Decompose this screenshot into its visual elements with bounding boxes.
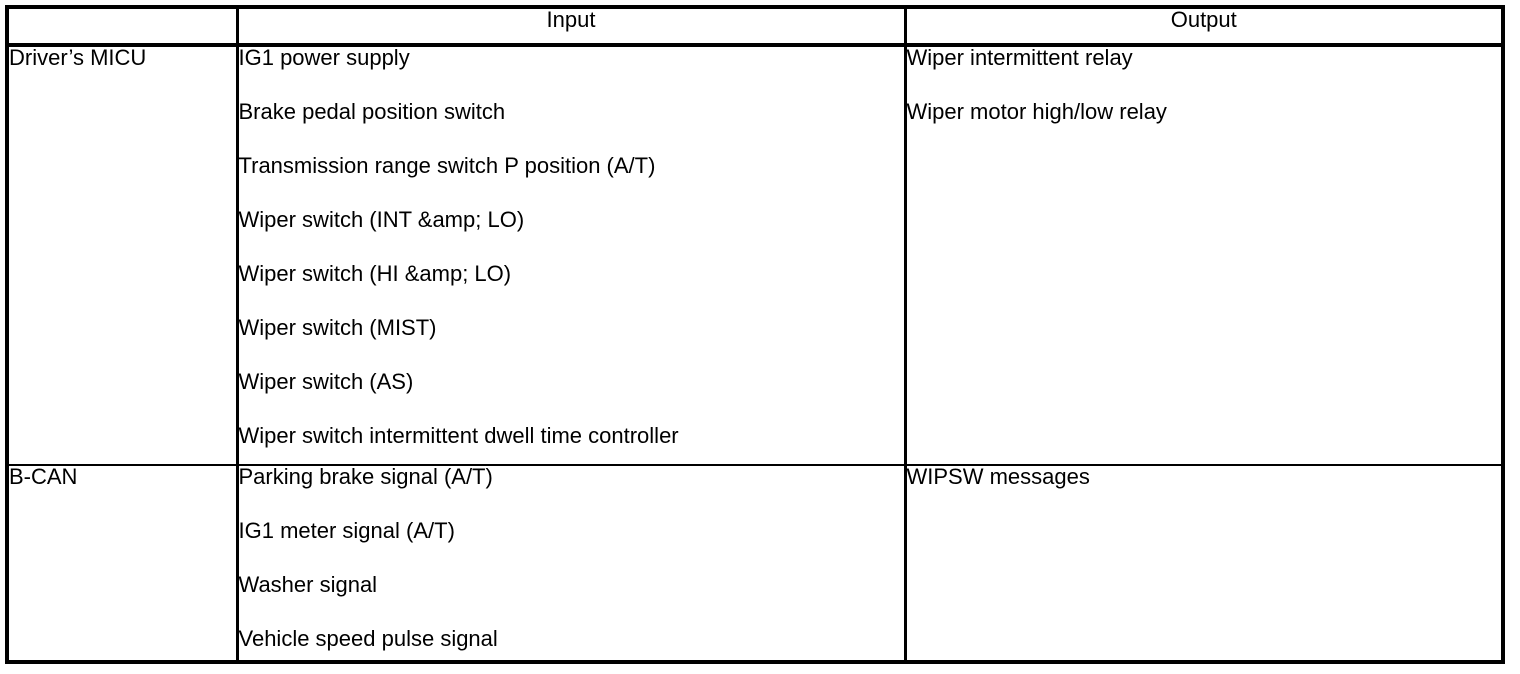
list-item: Wiper switch (HI &amp; LO)	[238, 261, 512, 286]
cell-input-drivers-micu: IG1 power supply Brake pedal position sw…	[237, 45, 907, 466]
list-item: Brake pedal position switch	[238, 99, 506, 124]
table-header-row: Input Output	[7, 7, 1503, 47]
list-item: IG1 power supply	[238, 45, 410, 70]
cell-output-b-can: WIPSW messages	[905, 465, 1503, 662]
input-entry-list: IG1 power supply Brake pedal position sw…	[239, 47, 904, 447]
input-output-table: Input Output Driver’s MICU IG1 power sup…	[5, 5, 1505, 664]
table-row: Driver’s MICU IG1 power supply Brake ped…	[7, 45, 1503, 466]
cell-input-b-can: Parking brake signal (A/T) IG1 meter sig…	[237, 465, 907, 662]
system-label: Driver’s MICU	[9, 45, 147, 70]
cell-output-drivers-micu: Wiper intermittent relay Wiper motor hig…	[905, 45, 1503, 466]
list-item: IG1 meter signal (A/T)	[238, 518, 455, 543]
table-body: Driver’s MICU IG1 power supply Brake ped…	[7, 45, 1503, 662]
header-input: Input	[237, 7, 907, 47]
list-item: WIPSW messages	[906, 464, 1090, 489]
list-item: Vehicle speed pulse signal	[238, 626, 498, 651]
list-item: Wiper motor high/low relay	[906, 99, 1167, 124]
system-label: B-CAN	[9, 464, 78, 489]
list-item: Wiper switch (INT &amp; LO)	[238, 207, 525, 232]
cell-system-drivers-micu: Driver’s MICU	[7, 45, 239, 466]
list-item: Wiper switch (AS)	[238, 369, 414, 394]
table-row: B-CAN Parking brake signal (A/T) IG1 met…	[7, 465, 1503, 662]
output-entry-list: Wiper intermittent relay Wiper motor hig…	[907, 47, 1502, 123]
input-entry-list: Parking brake signal (A/T) IG1 meter sig…	[239, 466, 904, 650]
cell-system-b-can: B-CAN	[7, 464, 239, 662]
list-item: Wiper switch (MIST)	[238, 315, 437, 340]
header-system-blank	[7, 7, 239, 47]
list-item: Washer signal	[238, 572, 378, 597]
list-item: Wiper intermittent relay	[906, 45, 1133, 70]
list-item: Parking brake signal (A/T)	[238, 464, 493, 489]
output-entry-list: WIPSW messages	[907, 466, 1502, 488]
table-header: Input Output	[7, 7, 1503, 47]
list-item: Wiper switch intermittent dwell time con…	[238, 423, 679, 448]
list-item: Transmission range switch P position (A/…	[238, 153, 656, 178]
header-output: Output	[905, 7, 1503, 47]
